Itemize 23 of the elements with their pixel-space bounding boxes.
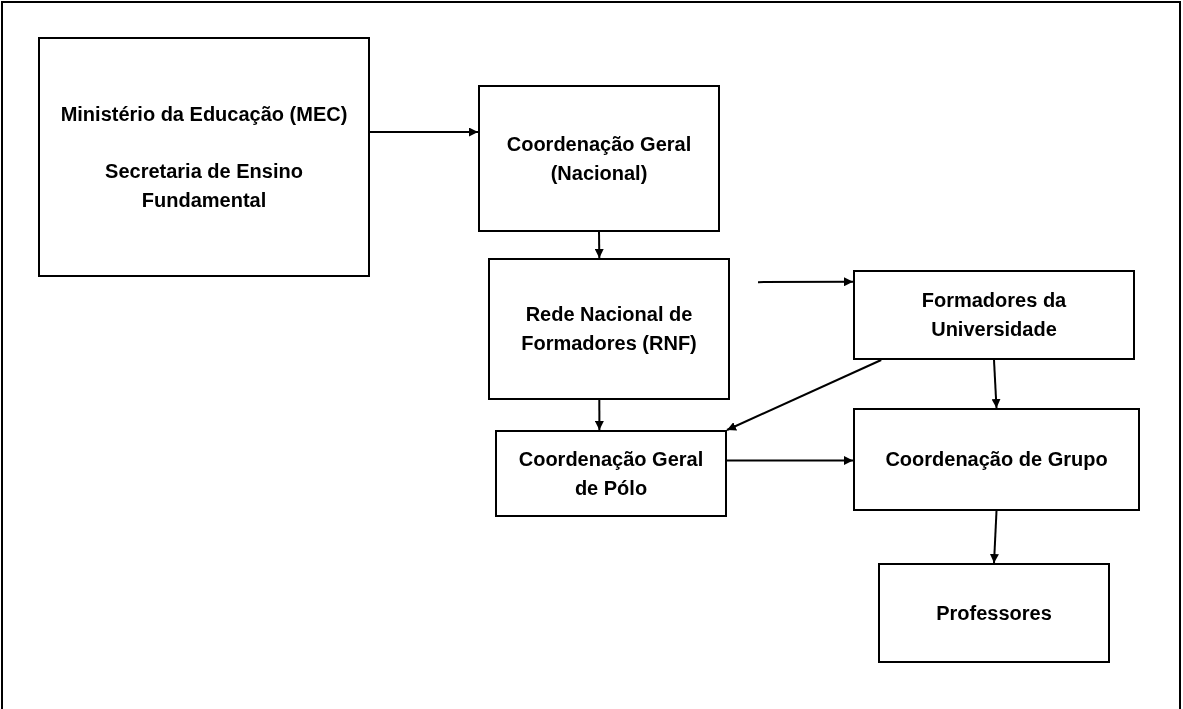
box-label: Coordenação de Grupo (885, 447, 1108, 472)
arrow (989, 510, 999, 564)
process-box (488, 258, 730, 400)
process-box (495, 430, 727, 517)
process-box (38, 37, 370, 277)
box-label: Professores (936, 600, 1052, 626)
process-box (478, 85, 720, 232)
box-label: Formadores da Universidade (920, 288, 1068, 342)
process-box (853, 270, 1135, 360)
arrow (369, 127, 479, 137)
arrow (757, 277, 854, 287)
box-label: Ministério da Educação (MEC) (60, 101, 348, 127)
box-label: Secretaria de Ensino Fundamental (104, 158, 304, 213)
process-box (853, 408, 1140, 511)
box-label: Coordenação Geral de Pólo (517, 446, 705, 501)
arrow (726, 359, 883, 431)
arrow (991, 359, 1001, 409)
box-label: Rede Nacional de Formadores (RNF) (520, 302, 698, 356)
box-label: Coordenação Geral (Nacional) (505, 131, 693, 186)
process-box (878, 563, 1110, 663)
arrow (726, 456, 854, 465)
arrow (594, 231, 604, 259)
arrow (594, 399, 604, 431)
